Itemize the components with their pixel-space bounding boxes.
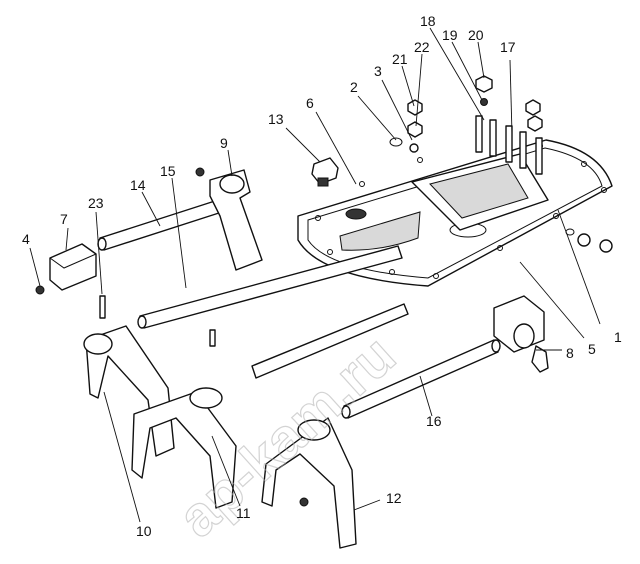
callout-4: 4 [22, 231, 30, 247]
callout-labels: 1 2 3 4 5 6 7 8 9 10 11 12 13 14 15 16 1… [22, 13, 622, 539]
callout-1: 1 [614, 329, 622, 345]
callout-12: 12 [386, 490, 402, 506]
callout-16: 16 [426, 413, 442, 429]
callout-15: 15 [160, 163, 176, 179]
shift-fork-11 [131, 387, 237, 509]
callout-9: 9 [220, 135, 228, 151]
callout-11: 11 [236, 505, 251, 521]
bracket-7 [35, 243, 97, 295]
callout-5: 5 [588, 341, 596, 357]
callout-18: 18 [420, 13, 436, 29]
callout-17: 17 [500, 39, 516, 55]
cover-plate [297, 139, 613, 287]
callout-8: 8 [566, 345, 574, 361]
studs-and-nuts [389, 75, 613, 253]
callout-7: 7 [60, 211, 68, 227]
pin-23 [99, 295, 216, 347]
shift-fork-12 [261, 417, 357, 549]
shift-fork-10 [83, 325, 175, 457]
callout-21: 21 [392, 51, 408, 67]
bracket-8 [493, 295, 549, 373]
selector-lever-9 [195, 167, 263, 271]
callout-13: 13 [268, 111, 284, 127]
callout-10: 10 [136, 523, 152, 539]
sensor-switch [311, 157, 339, 187]
shift-rod-14 [97, 199, 223, 251]
callout-6: 6 [306, 95, 314, 111]
shift-rod-15 [137, 245, 403, 329]
callout-3: 3 [374, 63, 382, 79]
callout-14: 14 [130, 177, 146, 193]
callout-19: 19 [442, 27, 458, 43]
callout-2: 2 [350, 79, 358, 95]
callout-22: 22 [414, 39, 430, 55]
leader-lines [29, 27, 601, 523]
callout-20: 20 [468, 27, 484, 43]
callout-23: 23 [88, 195, 104, 211]
cover-bolt-holes [315, 143, 607, 279]
